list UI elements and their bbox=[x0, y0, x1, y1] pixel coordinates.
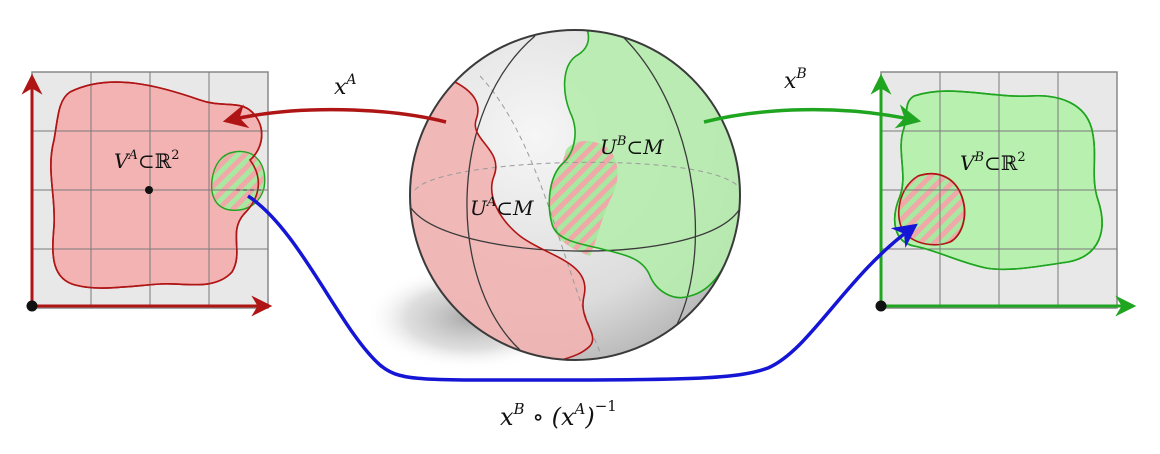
map-a-label: xA bbox=[334, 72, 357, 100]
map-b-arrow bbox=[703, 104, 922, 129]
manifold-sphere: UA⊂M UB⊂M bbox=[365, 29, 741, 370]
transition-map-arrow bbox=[247, 194, 918, 382]
map-b-label: xB bbox=[784, 66, 807, 94]
map-a: xA bbox=[222, 72, 447, 129]
chart-a-origin-dot bbox=[26, 300, 38, 312]
chart-a-label: VA⊂ℝ2 bbox=[114, 148, 180, 173]
overlap-region bbox=[549, 140, 618, 256]
patch-a-boundary bbox=[454, 81, 594, 360]
patch-a-region bbox=[410, 60, 593, 360]
chart-a-point bbox=[145, 186, 153, 194]
patch-b-label: UB⊂M bbox=[600, 134, 664, 159]
transition-map-label: xB ∘ (xA)−1 bbox=[500, 397, 617, 431]
sphere-meridian-right bbox=[617, 31, 697, 341]
sphere-meridian-left bbox=[466, 35, 536, 351]
chart-a-overlap-region bbox=[210, 150, 266, 211]
sphere-equator bbox=[410, 207, 740, 252]
map-b: xB bbox=[703, 66, 922, 129]
transition-map: xB ∘ (xA)−1 bbox=[247, 194, 918, 431]
sphere-outline bbox=[409, 29, 741, 361]
patch-a-label: UA⊂M bbox=[470, 195, 534, 220]
chart-b-origin-dot bbox=[875, 300, 887, 312]
map-a-arrow bbox=[222, 104, 447, 129]
chart-a: VA⊂ℝ2 bbox=[21, 71, 273, 317]
patch-b-boundary bbox=[548, 30, 737, 299]
chart-b: VB⊂ℝ2 bbox=[870, 71, 1137, 317]
chart-b-label: VB⊂ℝ2 bbox=[960, 150, 1026, 175]
